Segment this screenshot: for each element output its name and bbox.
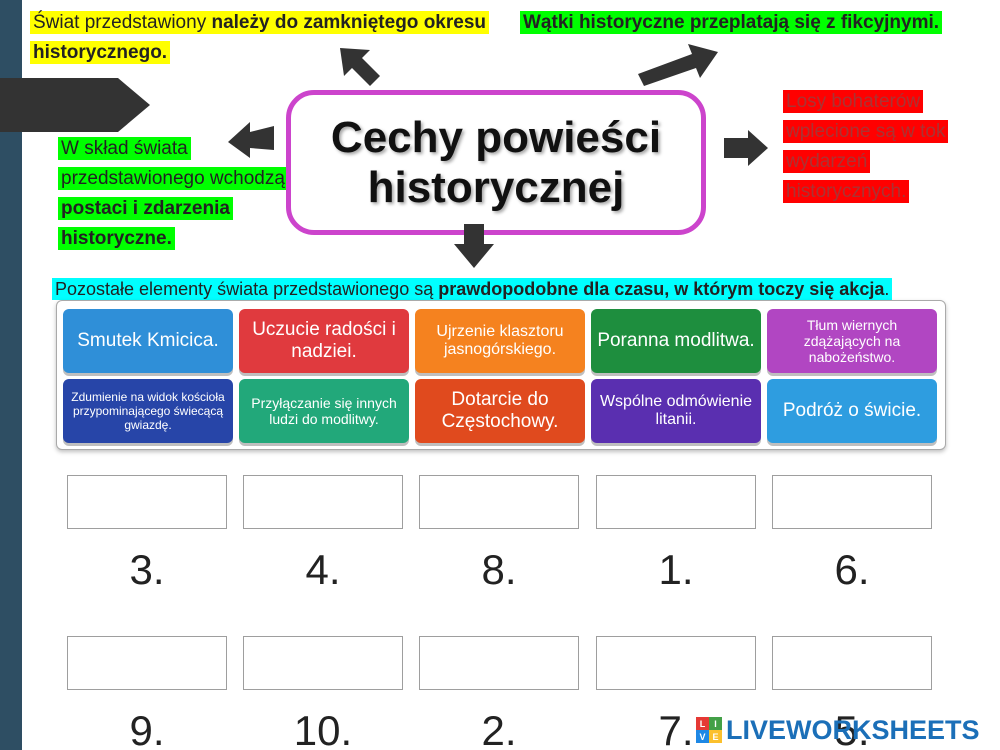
- answer-tile[interactable]: Smutek Kmicica.: [63, 309, 233, 373]
- drop-box[interactable]: [419, 636, 579, 690]
- answer-tile[interactable]: Tłum wiernych zdążających na nabożeństwo…: [767, 309, 937, 373]
- order-number: 6.: [834, 546, 870, 593]
- tile-label: Dotarcie do Częstochowy.: [441, 389, 559, 432]
- note-historical-threads: Wątki historyczne przeplatają się z fikc…: [520, 8, 1000, 38]
- order-number: 3.: [129, 546, 165, 593]
- arrow-up-right-icon: [638, 44, 718, 86]
- title-box: Cechy powieści historycznej: [286, 90, 706, 235]
- note-bold-text: prawdopodobne dla czasu, w którym toczy …: [438, 279, 885, 299]
- arrow-left-icon: [228, 122, 274, 158]
- tile-label: Tłum wiernych zdążających na nabożeństwo…: [803, 317, 901, 365]
- note-bold-text: należy do zamkniętego okresu historyczne…: [33, 12, 486, 63]
- answer-tile[interactable]: Dotarcie do Częstochowy.: [415, 379, 585, 443]
- drop-box[interactable]: [596, 636, 756, 690]
- answer-tile[interactable]: Zdumienie na widok kościoła przypominają…: [63, 379, 233, 443]
- order-number: 5.: [834, 707, 870, 750]
- note-closed-period: Świat przedstawiony należy do zamknięteg…: [30, 8, 490, 68]
- order-number: 7.: [658, 707, 694, 750]
- order-number: 1.: [658, 546, 694, 593]
- note-text: Losy bohaterów wplecione są w tok wydarz…: [783, 90, 949, 203]
- liveworksheets-watermark: L I V E LIVEWORKSHEETS: [696, 714, 980, 746]
- order-number: 10.: [293, 707, 353, 750]
- order-number: 4.: [305, 546, 341, 593]
- drop-box[interactable]: [243, 636, 403, 690]
- logo-letter: V: [696, 730, 709, 743]
- tile-label: Uczucie radości i nadziei.: [252, 319, 396, 362]
- logo-letter: E: [709, 730, 722, 743]
- note-text: Pozostałe elementy świata przedstawioneg…: [55, 279, 439, 299]
- arrow-right-icon: [724, 130, 768, 166]
- answer-tiles-panel: Smutek Kmicica. Uczucie radości i nadzie…: [56, 300, 946, 450]
- arrow-down-icon: [454, 224, 494, 268]
- note-text: W skład świata przedstawionego wchodzą: [61, 138, 285, 189]
- tile-label: Wspólne odmówienie litanii.: [599, 393, 753, 428]
- answer-tile[interactable]: Podróż o świcie.: [767, 379, 937, 443]
- order-number: 8.: [481, 546, 517, 593]
- tile-label: Zdumienie na widok kościoła przypominają…: [71, 390, 225, 432]
- answer-tile[interactable]: Przyłączanie się innych ludzi do modlitw…: [239, 379, 409, 443]
- answer-tile[interactable]: Wspólne odmówienie litanii.: [591, 379, 761, 443]
- drop-box[interactable]: [67, 475, 227, 529]
- left-decorative-bar: [0, 0, 22, 750]
- watermark-text: LIVEWORKSHEETS: [726, 714, 980, 745]
- drop-box[interactable]: [243, 475, 403, 529]
- note-heroes-fate: Losy bohaterów wplecione są w tok wydarz…: [783, 87, 993, 207]
- answer-tile[interactable]: Poranna modlitwa.: [591, 309, 761, 373]
- drop-box[interactable]: [772, 636, 932, 690]
- tile-label: Smutek Kmicica.: [77, 330, 219, 351]
- order-number: 9.: [129, 707, 165, 750]
- page-title: Cechy powieści historycznej: [331, 113, 661, 213]
- drop-box[interactable]: [419, 475, 579, 529]
- tile-label: Poranna modlitwa.: [597, 330, 755, 351]
- title-line-2: historycznej: [367, 162, 625, 212]
- drop-box[interactable]: [596, 475, 756, 529]
- liveworksheets-logo-icon: L I V E: [696, 717, 722, 743]
- logo-letter: L: [696, 717, 709, 730]
- note-bold-text: postaci i zdarzenia historyczne.: [61, 198, 230, 249]
- note-probable-elements: Pozostałe elementy świata przedstawioneg…: [52, 274, 972, 304]
- answer-tile[interactable]: Uczucie radości i nadziei.: [239, 309, 409, 373]
- note-historical-figures: W skład świata przedstawionego wchodzą p…: [58, 134, 293, 254]
- note-text: .: [884, 279, 890, 299]
- answer-tile[interactable]: Ujrzenie klasztoru jasnogórskiego.: [415, 309, 585, 373]
- logo-letter: I: [709, 717, 722, 730]
- left-arrow-shape: [0, 78, 150, 132]
- drop-box[interactable]: [772, 475, 932, 529]
- tile-label: Przyłączanie się innych ludzi do modlitw…: [251, 395, 397, 427]
- title-line-1: Cechy powieści: [330, 112, 662, 162]
- drop-box[interactable]: [67, 636, 227, 690]
- tile-label: Podróż o świcie.: [782, 400, 922, 421]
- tile-label: Ujrzenie klasztoru jasnogórskiego.: [436, 323, 564, 358]
- arrow-up-left-icon: [340, 48, 380, 86]
- note-bold-text: Wątki historyczne przeplatają się z fikc…: [523, 12, 940, 33]
- note-text: Świat przedstawiony: [33, 12, 212, 33]
- order-number: 2.: [481, 707, 517, 750]
